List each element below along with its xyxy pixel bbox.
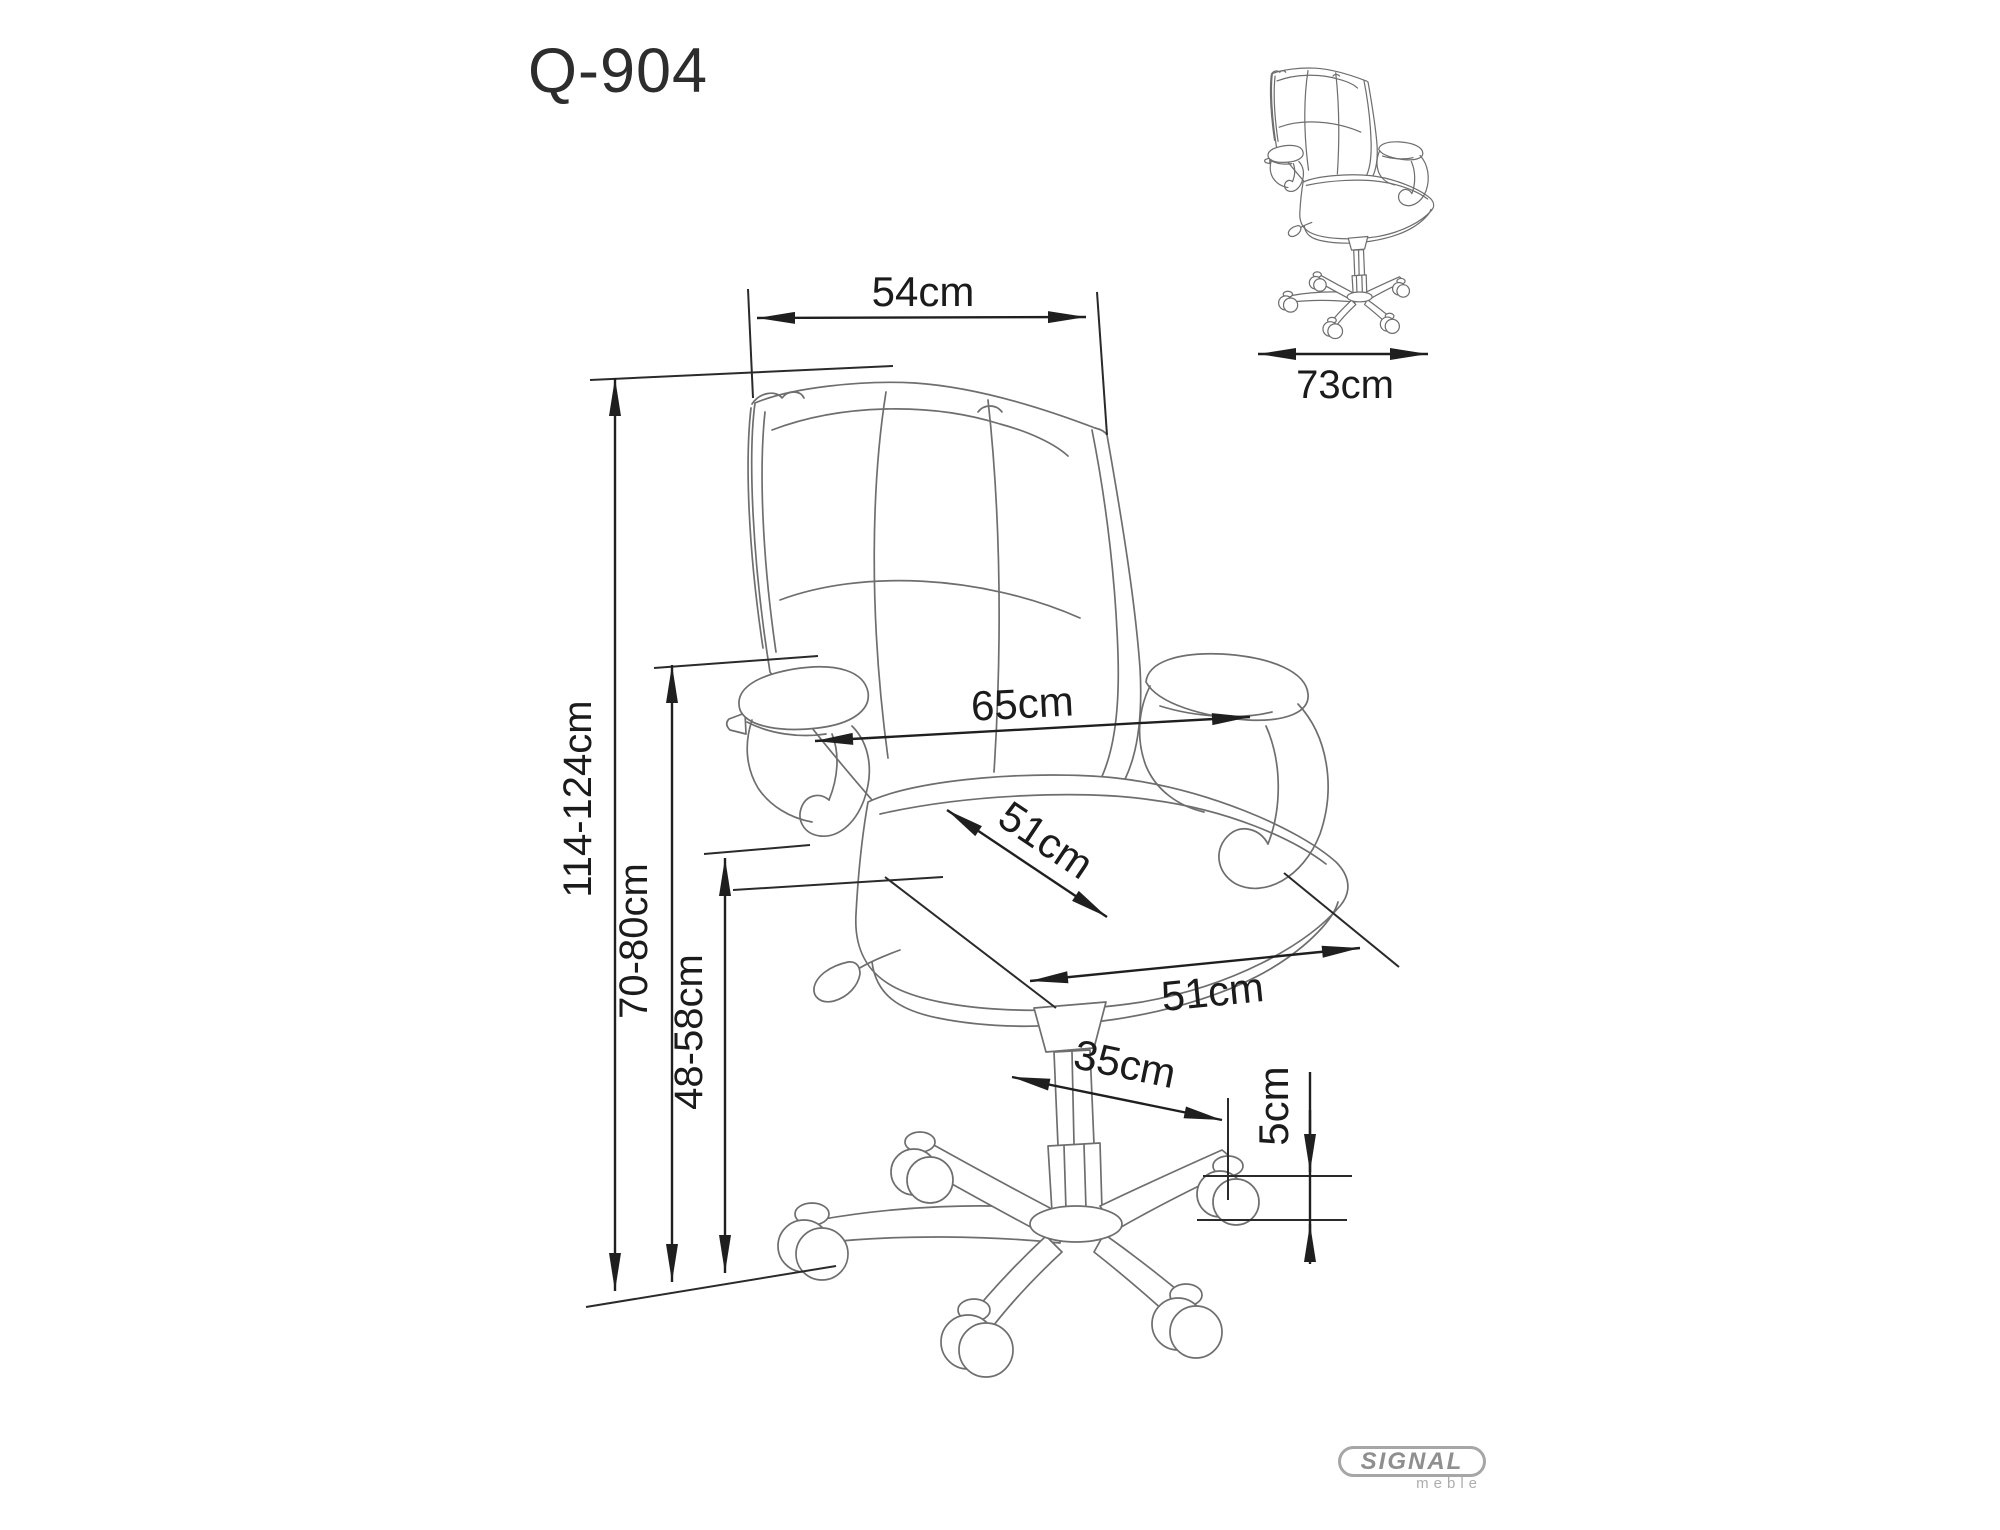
dim-label-overall-width: 65cm [970,677,1075,729]
ext-line-seat-top [703,844,811,855]
ground-line [585,1265,837,1308]
dim-arrow-line [1011,1075,1223,1122]
ext-line-armrest-top [653,655,819,669]
ext-line-backrest-top [589,365,894,381]
ext-line-left [884,876,1057,1009]
dim-arrow-line [946,809,1108,918]
dim-arrow-line [756,311,1087,324]
ext-line-left [747,288,754,399]
logo-brand-text: SIGNAL [1360,1447,1464,1475]
dim-caster-height: 5cm [1197,1066,1352,1264]
ext-line-seat [732,876,944,891]
dim-label-overall-height: 114-124cm [556,700,600,897]
dim-label-armrest-height: 70-80cm [612,863,656,1019]
chair-illustration-main [725,381,1349,1378]
dim-arrow-line [1029,945,1361,984]
chair-illustration-small [1264,67,1435,340]
dim-overall-height: 114-124cm [556,365,894,1308]
dim-seat-width: 51cm [732,872,1400,1020]
dim-label-backrest-width: 54cm [872,268,975,315]
ext-line-right [1283,872,1400,968]
logo-subtitle-text: meble [1416,1475,1482,1492]
dim-label-caster-height: 5cm [1250,1066,1297,1145]
dim-overall-depth: 73cm [1258,348,1428,407]
dim-arrow-line [814,713,1251,745]
dim-armrest-height: 70-80cm [612,655,819,1282]
dim-label-seat-width: 51cm [1159,963,1266,1020]
brand-logo: SIGNAL meble [1338,1446,1486,1493]
logo-frame: SIGNAL [1338,1446,1486,1477]
product-title: Q-904 [528,36,709,106]
ext-line-right [1096,291,1108,436]
dim-label-seat-height: 48-58cm [667,954,711,1110]
dim-label-overall-depth: 73cm [1296,363,1394,407]
dim-backrest-width: 54cm [747,268,1108,436]
dim-seat-height: 48-58cm [667,844,811,1273]
dim-overall-width: 65cm [814,677,1251,745]
